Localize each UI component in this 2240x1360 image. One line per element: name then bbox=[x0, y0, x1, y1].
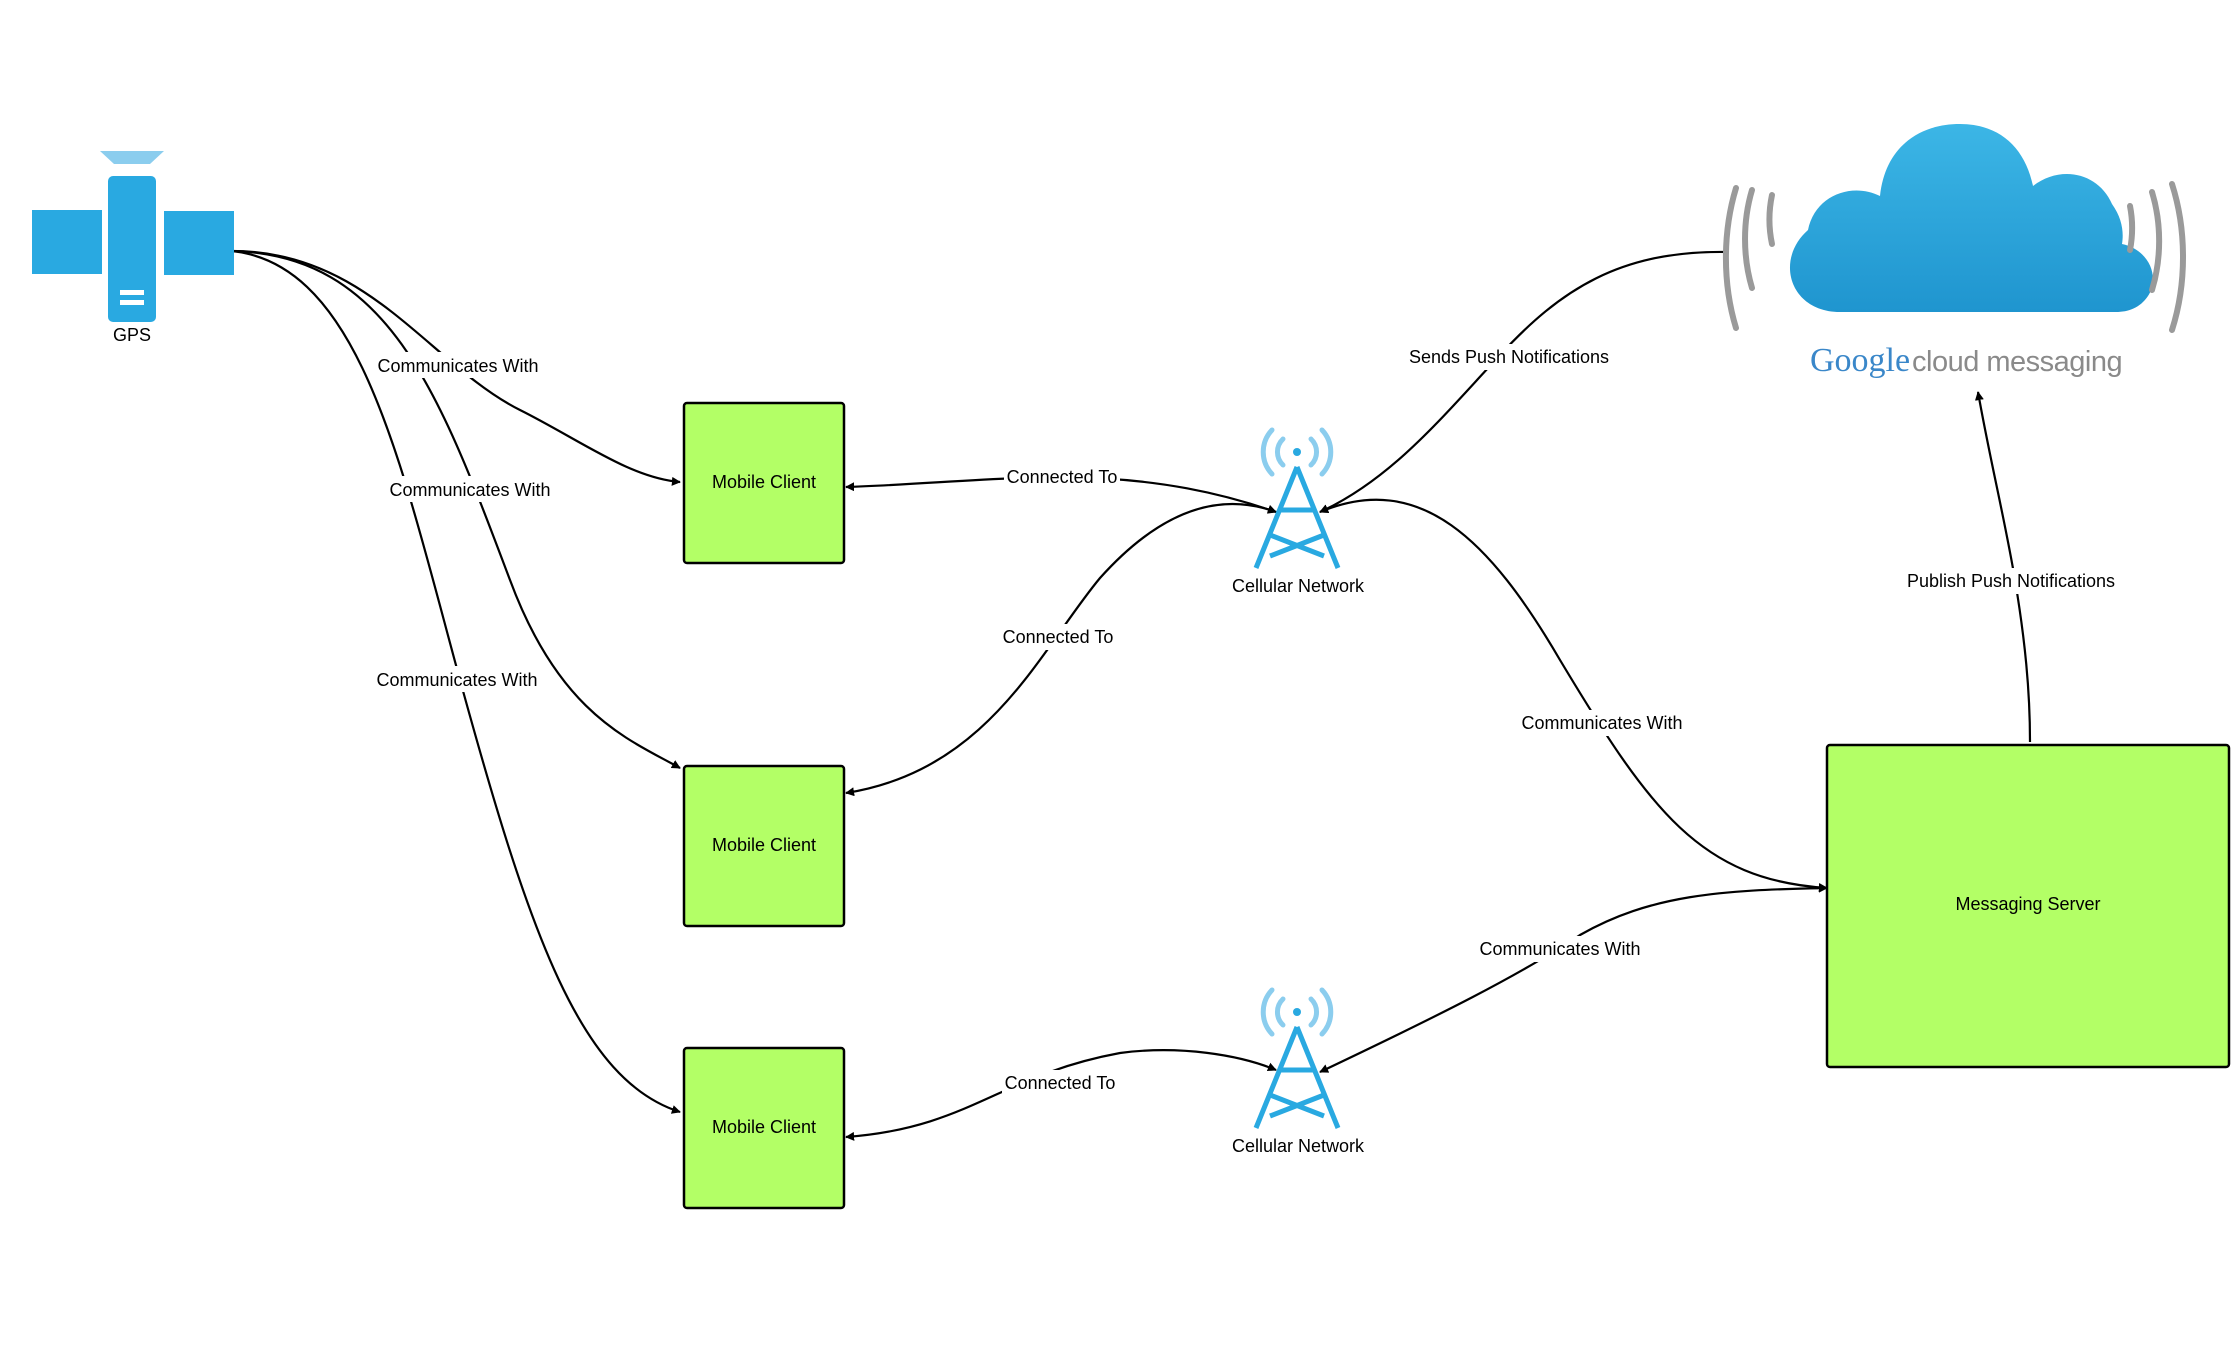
edge-label-cell2-server: Communicates With bbox=[1479, 939, 1640, 959]
mobile-client-1[interactable]: Mobile Client bbox=[682, 401, 846, 565]
edge-server-gcm bbox=[1974, 391, 2032, 743]
edge-label-cell1-server: Communicates With bbox=[1521, 713, 1682, 733]
edge-label-client3-cell2: Connected To bbox=[1005, 1073, 1116, 1093]
cellular-network-1-label: Cellular Network bbox=[1232, 576, 1365, 596]
edges bbox=[231, 249, 2032, 1141]
signal-waves-icon bbox=[1722, 181, 2186, 333]
edge-gps-client2 bbox=[231, 249, 681, 769]
gps-label: GPS bbox=[113, 325, 151, 345]
edge-gcm-cell1 bbox=[1319, 250, 1729, 514]
edge-client2-cell1 bbox=[845, 502, 1277, 797]
cell-tower-icon bbox=[1253, 987, 1341, 1129]
edge-label-gps-client1: Communicates With bbox=[377, 356, 538, 376]
cellular-network-2-label: Cellular Network bbox=[1232, 1136, 1365, 1156]
mobile-client-1-label: Mobile Client bbox=[712, 472, 816, 492]
mobile-client-3[interactable]: Mobile Client bbox=[682, 1046, 846, 1210]
gps-node[interactable]: GPS bbox=[32, 151, 234, 345]
messaging-server-label: Messaging Server bbox=[1955, 894, 2100, 914]
edge-labels: Communicates With Communicates With Comm… bbox=[372, 344, 2124, 1096]
edge-client3-cell2 bbox=[845, 1049, 1277, 1141]
cloud-icon bbox=[1789, 124, 2153, 312]
google-cloud-messaging[interactable]: Google cloud messaging bbox=[1722, 124, 2186, 379]
mobile-client-2[interactable]: Mobile Client bbox=[682, 764, 846, 928]
mobile-client-3-label: Mobile Client bbox=[712, 1117, 816, 1137]
cellular-network-1[interactable]: Cellular Network bbox=[1232, 427, 1365, 596]
edge-label-gps-client3: Communicates With bbox=[376, 670, 537, 690]
edge-cell1-server bbox=[1319, 498, 1828, 892]
cell-tower-icon bbox=[1253, 427, 1341, 569]
edge-cell2-server bbox=[1319, 883, 1828, 1073]
edge-label-server-gcm: Publish Push Notifications bbox=[1907, 571, 2115, 591]
gcm-cloud-messaging-text: cloud messaging bbox=[1912, 346, 2122, 378]
satellite-icon bbox=[32, 151, 234, 322]
edge-label-gcm-cell1: Sends Push Notifications bbox=[1409, 347, 1609, 367]
edge-gps-client1 bbox=[231, 249, 681, 486]
edge-label-client1-cell1: Connected To bbox=[1007, 467, 1118, 487]
mobile-client-2-label: Mobile Client bbox=[712, 835, 816, 855]
edge-label-client2-cell1: Connected To bbox=[1003, 627, 1114, 647]
gcm-google-text: Google bbox=[1810, 342, 1910, 379]
cellular-network-2[interactable]: Cellular Network bbox=[1232, 987, 1365, 1156]
edge-label-gps-client2: Communicates With bbox=[389, 480, 550, 500]
messaging-server[interactable]: Messaging Server bbox=[1825, 743, 2231, 1069]
